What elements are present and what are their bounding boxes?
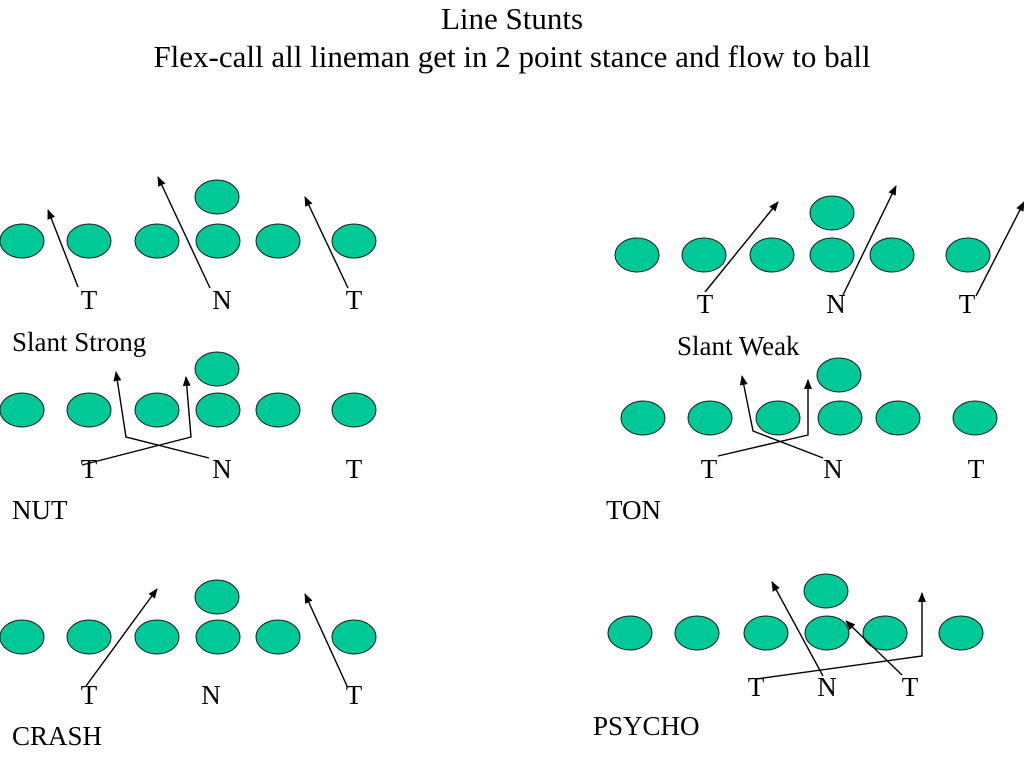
- stunt-arrow: [113, 371, 210, 459]
- slide-title: Line Stunts Flex-call all lineman get in…: [0, 0, 1024, 76]
- position-label-nose: N: [212, 285, 232, 315]
- ball-oval: [194, 351, 240, 387]
- title-main: Line Stunts: [440, 1, 584, 36]
- stunt-arrow: [739, 375, 824, 459]
- stunt-arrow: [842, 185, 897, 296]
- stunt-arrow: [304, 593, 348, 687]
- lineman-oval: [134, 223, 180, 259]
- ball-oval: [194, 579, 240, 615]
- formation-label-slant-strong: Slant Strong: [12, 327, 147, 357]
- lineman-oval: [331, 619, 377, 655]
- title-subtitle: Flex-call all lineman get in 2 point sta…: [153, 39, 871, 74]
- position-label-tackle: T: [80, 285, 98, 315]
- position-label-tackle: T: [345, 285, 363, 315]
- lineman-oval: [817, 400, 863, 436]
- stunt-arrow: [845, 620, 903, 676]
- position-label-tackle: T: [80, 454, 98, 484]
- lineman-oval: [195, 619, 241, 655]
- position-label-tackle: T: [700, 454, 718, 484]
- lineman-oval: [0, 223, 45, 259]
- lineman-oval: [952, 400, 998, 436]
- lineman-oval: [331, 223, 377, 259]
- formation-label-psycho: PSYCHO: [593, 711, 700, 741]
- position-label-tackle: T: [345, 454, 363, 484]
- position-label-tackle: T: [80, 680, 98, 710]
- lineman-oval: [255, 223, 301, 259]
- lineman-oval: [875, 400, 921, 436]
- stunt-arrow: [81, 376, 192, 466]
- formation-label-nut: NUT: [12, 495, 68, 525]
- lineman-oval: [195, 392, 241, 428]
- position-label-tackle: T: [901, 672, 919, 702]
- stunt-arrow: [85, 588, 158, 687]
- lineman-oval: [0, 619, 45, 655]
- lineman-oval: [755, 400, 801, 436]
- position-label-tackle: T: [958, 289, 976, 319]
- lineman-oval: [255, 392, 301, 428]
- stunt-arrow: [47, 209, 79, 288]
- position-label-nose: N: [817, 672, 837, 702]
- lineman-oval: [869, 237, 915, 273]
- lineman-oval: [134, 619, 180, 655]
- lineman-oval: [743, 615, 789, 651]
- lineman-oval: [66, 619, 112, 655]
- position-label-nose: N: [201, 680, 221, 710]
- lineman-oval: [749, 237, 795, 273]
- lineman-oval: [614, 237, 660, 273]
- formation-label-ton: TON: [606, 495, 662, 525]
- position-label-tackle: T: [696, 289, 714, 319]
- lineman-oval: [674, 615, 720, 651]
- lineman-oval: [862, 615, 908, 651]
- lineman-oval: [681, 237, 727, 273]
- lineman-oval: [938, 615, 984, 651]
- stunt-arrow: [304, 196, 349, 289]
- position-label-nose: N: [212, 454, 232, 484]
- lineman-oval: [66, 392, 112, 428]
- lineman-oval: [134, 392, 180, 428]
- stunt-arrow: [157, 176, 211, 289]
- formation-label-crash: CRASH: [12, 721, 103, 751]
- lineman-oval: [809, 237, 855, 273]
- lineman-oval: [607, 615, 653, 651]
- position-label-nose: N: [823, 454, 843, 484]
- ball-oval: [809, 195, 855, 231]
- stunt-arrow: [704, 201, 779, 293]
- stunt-arrow: [975, 201, 1024, 297]
- lineman-oval: [804, 615, 850, 651]
- ball-oval: [803, 573, 849, 609]
- lineman-oval: [255, 619, 301, 655]
- position-label-nose: N: [826, 289, 846, 319]
- position-label-tackle: T: [747, 672, 765, 702]
- lineman-oval: [687, 400, 733, 436]
- lineman-oval: [945, 237, 991, 273]
- lineman-oval: [331, 392, 377, 428]
- position-label-tackle: T: [345, 680, 363, 710]
- position-label-tackle: T: [967, 454, 985, 484]
- stunt-arrow: [717, 379, 812, 457]
- lineman-oval: [195, 223, 241, 259]
- formation-label-slant-weak: Slant Weak: [677, 331, 800, 361]
- lineman-oval: [0, 392, 45, 428]
- ball-oval: [194, 179, 240, 215]
- ball-oval: [816, 357, 862, 393]
- lineman-oval: [620, 400, 666, 436]
- stunt-arrow: [771, 581, 824, 677]
- stunt-arrow: [755, 592, 926, 680]
- lineman-oval: [66, 223, 112, 259]
